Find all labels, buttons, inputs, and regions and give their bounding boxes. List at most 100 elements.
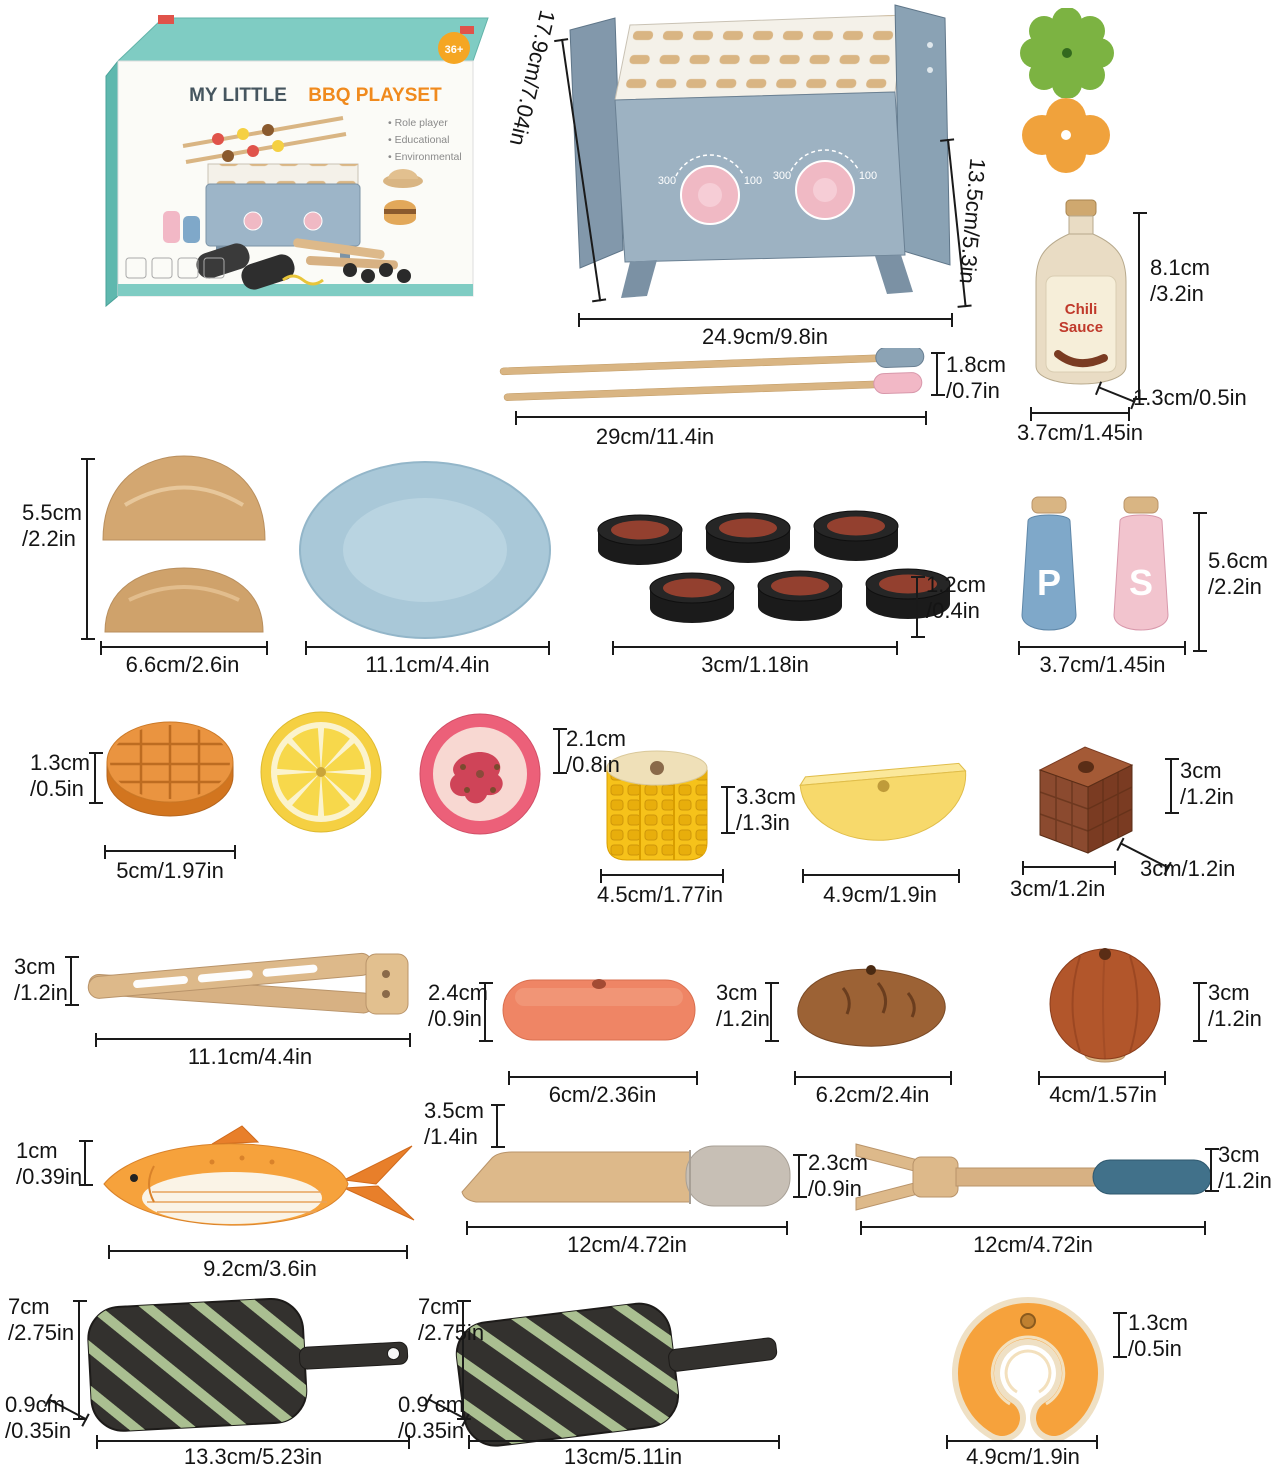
grill-pan2-illustration [455, 1302, 778, 1447]
dim-line-bread-height [89, 752, 103, 804]
dim-label-bread-width: 5cm/1.97in [116, 858, 224, 883]
pepper-shaker: P [1021, 496, 1077, 631]
dim-line-bread-width [104, 845, 236, 859]
dim-line-cube-height [1165, 758, 1179, 814]
dim-line-cheesehalf-width [802, 869, 960, 883]
dim-label-plate-width: 11.1cm/4.4in [365, 652, 490, 677]
shakers-illustration: P S [1021, 496, 1169, 631]
dim-line-pan2-length [468, 1435, 780, 1449]
dim-line-shaker-height [1193, 512, 1207, 652]
corn-illustration [606, 750, 708, 861]
tape-mark [158, 15, 174, 24]
dim-line-fish-length [108, 1245, 408, 1259]
dim-line-tongs-height [65, 956, 79, 1006]
dim-line-salmon-width [946, 1435, 1098, 1449]
dim-label-tongs-length: 11.1cm/4.4in [187, 1044, 313, 1069]
box-bullet-2: • Educational [388, 134, 449, 146]
dim-label-bun-height: 5.5cm /2.2in [22, 500, 82, 551]
dim-label-salmon-width: 4.9cm/1.9in [966, 1444, 1080, 1469]
dim-line-knife-width [793, 1154, 807, 1198]
dim-label-patty-height: 1.2cm /0.4in [926, 572, 986, 623]
dim-line-onion-height [1193, 982, 1207, 1042]
dim-line-grill-width [578, 313, 953, 327]
dim-line-corn-width [600, 869, 724, 883]
box-bullet-3: • Environmental [388, 151, 462, 163]
dim-label-cube-width: 3cm/1.2in [1010, 876, 1106, 901]
dim-label-fish-height: 1cm /0.39in [16, 1138, 83, 1189]
tape-mark [460, 26, 474, 34]
dim-label-corn-width: 4.5cm/1.77in [597, 882, 723, 907]
dim-line-bun-height [81, 458, 95, 640]
age-badge [438, 32, 470, 64]
salt-letter: S [1129, 562, 1153, 603]
dim-line-bun-width [100, 641, 268, 655]
dim-label-sauce-neck: 1.3cm/0.5in [1133, 385, 1247, 410]
dim-label-onion-height: 3cm /1.2in [1208, 980, 1262, 1031]
dim-line-tongs-length [95, 1033, 411, 1047]
knob-scale-max: 100 [859, 170, 877, 182]
dim-label-potato-length: 6.2cm/2.4in [815, 1082, 930, 1107]
dim-line-pan1-height [73, 1300, 87, 1420]
dim-line-corn-height [721, 786, 735, 834]
age-badge-text: 36+ [445, 44, 464, 56]
lettuce-illustration [1020, 8, 1114, 98]
pepper-letter: P [1037, 562, 1061, 603]
tomato-slice-illustration [419, 713, 541, 835]
pan-handle-hole [386, 1347, 400, 1361]
dim-label-sauce-width: 3.7cm/1.45in [1017, 420, 1143, 445]
grill-knob-left: 300 100 [658, 154, 762, 225]
skewers-illustration [499, 348, 925, 401]
tongs-illustration [87, 952, 409, 1015]
dim-line-cube-width [1022, 861, 1116, 875]
dim-line-sauce-height [1133, 212, 1147, 400]
dim-label-knife-length: 12cm/4.72in [567, 1232, 687, 1257]
dim-label-skewer-length: 29cm/11.4in [595, 424, 715, 449]
dim-line-patty-width [612, 641, 898, 655]
dim-line-patty-height [911, 576, 925, 638]
dim-label-bun-width: 6.6cm/2.6in [125, 652, 240, 677]
dim-label-sausage-length: 6cm/2.36in [548, 1082, 657, 1107]
box-title-1: MY LITTLE [189, 85, 287, 106]
grill-knob-right: 300 100 [773, 149, 877, 220]
dim-label-cube-depth: 3cm/1.2in [1140, 856, 1236, 881]
dim-line-skewer-thickness [931, 352, 945, 396]
dim-line-fork-length [860, 1221, 1206, 1235]
dim-label-fork-length: 12cm/4.72in [973, 1232, 1093, 1257]
dim-line-onion-width [1038, 1071, 1166, 1085]
fish-illustration [103, 1125, 415, 1226]
salt-shaker: S [1113, 496, 1169, 631]
dim-label-cube-height: 3cm /1.2in [1180, 758, 1234, 809]
grill-illustration: 300 100 300 100 [569, 4, 951, 298]
dim-line-sausage-height [479, 982, 493, 1042]
knife-illustration [461, 1145, 791, 1207]
grill-pan1-illustration [87, 1297, 409, 1432]
dim-label-pan1-height: 7cm /2.75in [8, 1294, 75, 1345]
dim-label-bread-height: 1.3cm /0.5in [30, 750, 90, 801]
box-bullet-1: • Role player [388, 117, 448, 129]
salmon-steak-illustration [952, 1296, 1104, 1442]
sweet-potato-illustration [797, 965, 946, 1047]
dim-line-fish-height [79, 1140, 93, 1186]
dim-label-knife-width: 2.3cm /0.9in [808, 1150, 868, 1201]
dim-label-grill-width: 24.9cm/9.8in [702, 324, 828, 349]
dim-label-onion-width: 4cm/1.57in [1049, 1082, 1157, 1107]
dim-line-potato-length [794, 1071, 952, 1085]
dim-label-pan1-length: 13.3cm/5.23in [183, 1444, 323, 1469]
dim-label-pan2-length: 13cm/5.11in [563, 1444, 683, 1469]
dim-line-shaker-width [1018, 641, 1186, 655]
dim-label-skewer-thickness: 1.8cm /0.7in [946, 352, 1006, 403]
bread-round-illustration [106, 721, 234, 817]
product-box-illustration: MY LITTLE BBQ PLAYSET 36+ • Role player … [105, 15, 489, 308]
dim-line-sausage-length [508, 1071, 698, 1085]
dim-label-corn-height: 3.3cm /1.3in [736, 784, 796, 835]
lemon-slice-illustration [260, 711, 382, 833]
dim-line-skewer-length [515, 411, 927, 425]
knob-scale-max: 100 [744, 175, 762, 187]
dim-label-knife-height: 3.5cm /1.4in [424, 1098, 484, 1149]
dim-label-shaker-height: 5.6cm /2.2in [1208, 548, 1268, 599]
dim-label-pan2-thickness: 0.9 cm /0.35in [398, 1392, 465, 1443]
dim-line-fork-width [1205, 1148, 1219, 1192]
dim-line-knife-height [491, 1104, 505, 1148]
dim-label-sauce-height: 8.1cm /3.2in [1150, 255, 1210, 306]
